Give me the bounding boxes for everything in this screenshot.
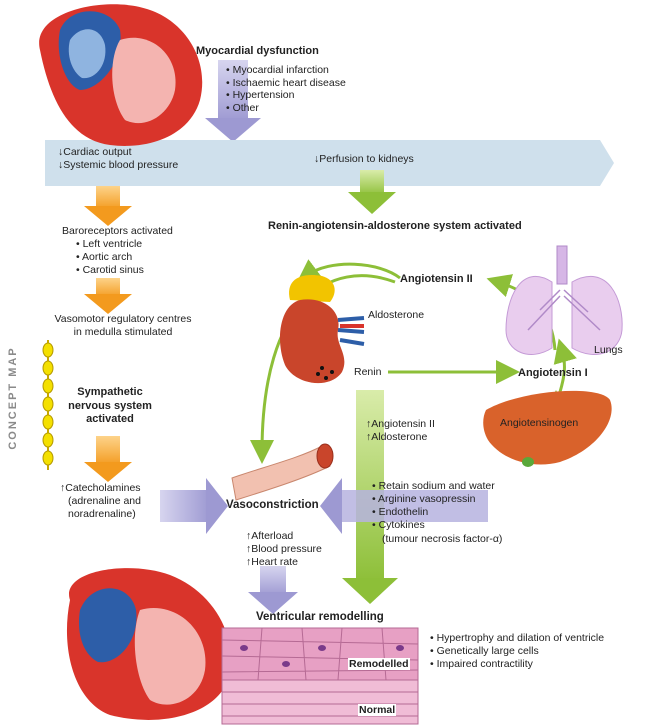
- list-item: Impaired contractility: [430, 658, 604, 671]
- catecholamines-line2: (adrenaline and: [68, 495, 141, 507]
- aldosterone-up-label: Aldosterone: [371, 431, 428, 443]
- sympathetic-line2: nervous system: [68, 399, 152, 412]
- orange-arrow-2: [84, 278, 132, 314]
- list-item: Carotid sinus: [76, 264, 144, 277]
- systemic-bp-label: Systemic blood pressure: [63, 159, 179, 171]
- list-item: Other: [226, 102, 346, 115]
- purple-arrow-down: [248, 566, 298, 614]
- sympathetic-text: Sympathetic nervous system activated: [62, 386, 158, 427]
- list-item: Hypertension: [226, 89, 346, 102]
- arrow-up-icon: ↑: [246, 530, 252, 542]
- arrow-up-icon: ↑: [60, 482, 66, 494]
- myocardial-dysfunction-title: Myocardial dysfunction: [196, 45, 319, 57]
- liver-illustration: [483, 390, 612, 467]
- purple-arrow-left: [160, 478, 228, 534]
- band-left-text: ↓Cardiac output ↓Systemic blood pressure: [58, 146, 178, 172]
- baroreceptors-title: Baroreceptors activated: [62, 225, 173, 237]
- list-item: Ischaemic heart disease: [226, 77, 346, 90]
- normal-label: Normal: [358, 704, 397, 716]
- band-right-text: ↓Perfusion to kidneys: [314, 153, 414, 165]
- heart-bottom-illustration: [66, 568, 231, 720]
- catecholamines-text: ↑Catecholamines (adrenaline and noradren…: [60, 482, 141, 521]
- angiotensinogen-label: Angiotensinogen: [500, 417, 579, 429]
- aldosterone-label: Aldosterone: [368, 309, 425, 321]
- baroreceptors-list: Left ventricle Aortic arch Carotid sinus: [76, 238, 144, 277]
- sympathetic-chain-icon: [42, 340, 54, 470]
- raas-title: Renin-angiotensin-aldosterone system act…: [268, 220, 522, 232]
- raas-up-text: ↑Angiotensin II ↑Aldosterone: [366, 418, 435, 444]
- effects-list: Retain sodium and water Arginine vasopre…: [372, 480, 495, 532]
- catecholamines-line3: noradrenaline): [68, 508, 136, 520]
- arrow-down-icon: ↓: [314, 153, 320, 165]
- green-arrow-long: [342, 390, 398, 604]
- list-item: Myocardial infarction: [226, 64, 346, 77]
- list-item: Arginine vasopressin: [372, 493, 495, 506]
- arrow-up-icon: ↑: [366, 431, 372, 443]
- list-item: Left ventricle: [76, 238, 144, 251]
- vasoconstriction-label: Vasoconstriction: [226, 499, 319, 511]
- tissue-illustration: [221, 627, 419, 725]
- remodelled-label: Remodelled: [348, 658, 410, 670]
- renin-label: Renin: [354, 366, 382, 378]
- vasomotor-line1: Vasomotor regulatory centres: [54, 313, 192, 325]
- arrow-ang2-to-adrenal: [296, 259, 401, 284]
- cardiac-output-label: Cardiac output: [63, 146, 132, 158]
- list-item: Aortic arch: [76, 251, 144, 264]
- angiotensin-1-label: Angiotensin I: [518, 367, 588, 379]
- perfusion-kidneys-label: Perfusion to kidneys: [319, 153, 414, 165]
- heart-rate-label: Heart rate: [251, 556, 298, 568]
- arrow-up-icon: ↑: [366, 418, 372, 430]
- orange-arrow-1: [84, 186, 132, 226]
- arrow-ang1-to-lungs: [553, 338, 577, 393]
- arrow-up-icon: ↑: [246, 543, 252, 555]
- afterload-text: ↑Afterload ↑Blood pressure ↑Heart rate: [246, 530, 322, 569]
- list-item: Endothelin: [372, 506, 495, 519]
- kidney-illustration: [280, 275, 365, 384]
- vasomotor-line2: in medulla stimulated: [73, 326, 173, 338]
- arrow-down-icon: ↓: [58, 146, 64, 158]
- myocardial-causes-list: Myocardial infarction Ischaemic heart di…: [226, 64, 346, 114]
- effects-sub: (tumour necrosis factor-α): [382, 533, 503, 545]
- blood-pressure-label: Blood pressure: [251, 543, 322, 555]
- lungs-illustration: [505, 245, 623, 355]
- green-arrow-top: [348, 170, 396, 214]
- sympathetic-line1: Sympathetic: [77, 386, 143, 398]
- vasomotor-text: Vasomotor regulatory centres in medulla …: [48, 313, 198, 339]
- heart-top-illustration: [39, 4, 203, 146]
- sympathetic-line3: activated: [86, 413, 134, 425]
- arrow-down-icon: ↓: [58, 159, 64, 171]
- orange-arrow-3: [84, 436, 132, 482]
- angiotensin-ii-up-label: Angiotensin II: [371, 418, 435, 430]
- remodelling-title: Ventricular remodelling: [256, 611, 384, 623]
- lungs-label: Lungs: [594, 344, 623, 356]
- list-item: Hypertrophy and dilation of ventricle: [430, 632, 605, 645]
- afterload-label: Afterload: [251, 530, 294, 542]
- catecholamines-line1: Catecholamines: [65, 482, 141, 494]
- list-item: Retain sodium and water: [372, 480, 495, 493]
- remodelling-list: Hypertrophy and dilation of ventricle Ge…: [430, 632, 605, 671]
- list-item: Genetically large cells: [430, 645, 604, 658]
- arrow-up-icon: ↑: [246, 556, 252, 568]
- blood-vessel-illustration: [231, 443, 334, 501]
- list-item: Cytokines: [372, 519, 495, 532]
- angiotensin-2-label: Angiotensin II: [400, 273, 473, 285]
